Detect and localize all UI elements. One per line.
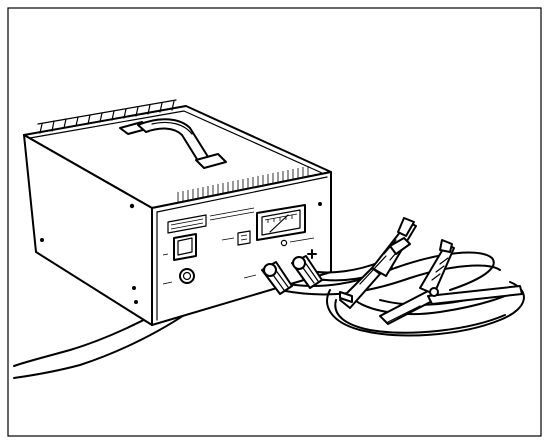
side-screw-icon: [129, 203, 135, 209]
indicator-lamp-icon: [280, 239, 288, 247]
carry-handle: [119, 118, 227, 169]
power-switch: [173, 233, 197, 261]
cooling-fins: [37, 99, 177, 134]
ammeter-icon: [256, 204, 306, 241]
vent-slots: [177, 166, 309, 203]
selector-switch: [237, 230, 251, 246]
fuse-holder: [179, 268, 195, 284]
side-screw-icon: [40, 238, 44, 242]
brand-plate: [167, 214, 207, 234]
battery-clamp-left: [339, 217, 417, 309]
border-frame: [7, 7, 542, 437]
front-panel: [162, 204, 315, 285]
side-screw-icon: [134, 300, 138, 304]
front-screw-icon: [318, 202, 322, 206]
side-screw-icon: [132, 286, 136, 290]
battery-clamp-right: [379, 239, 523, 325]
